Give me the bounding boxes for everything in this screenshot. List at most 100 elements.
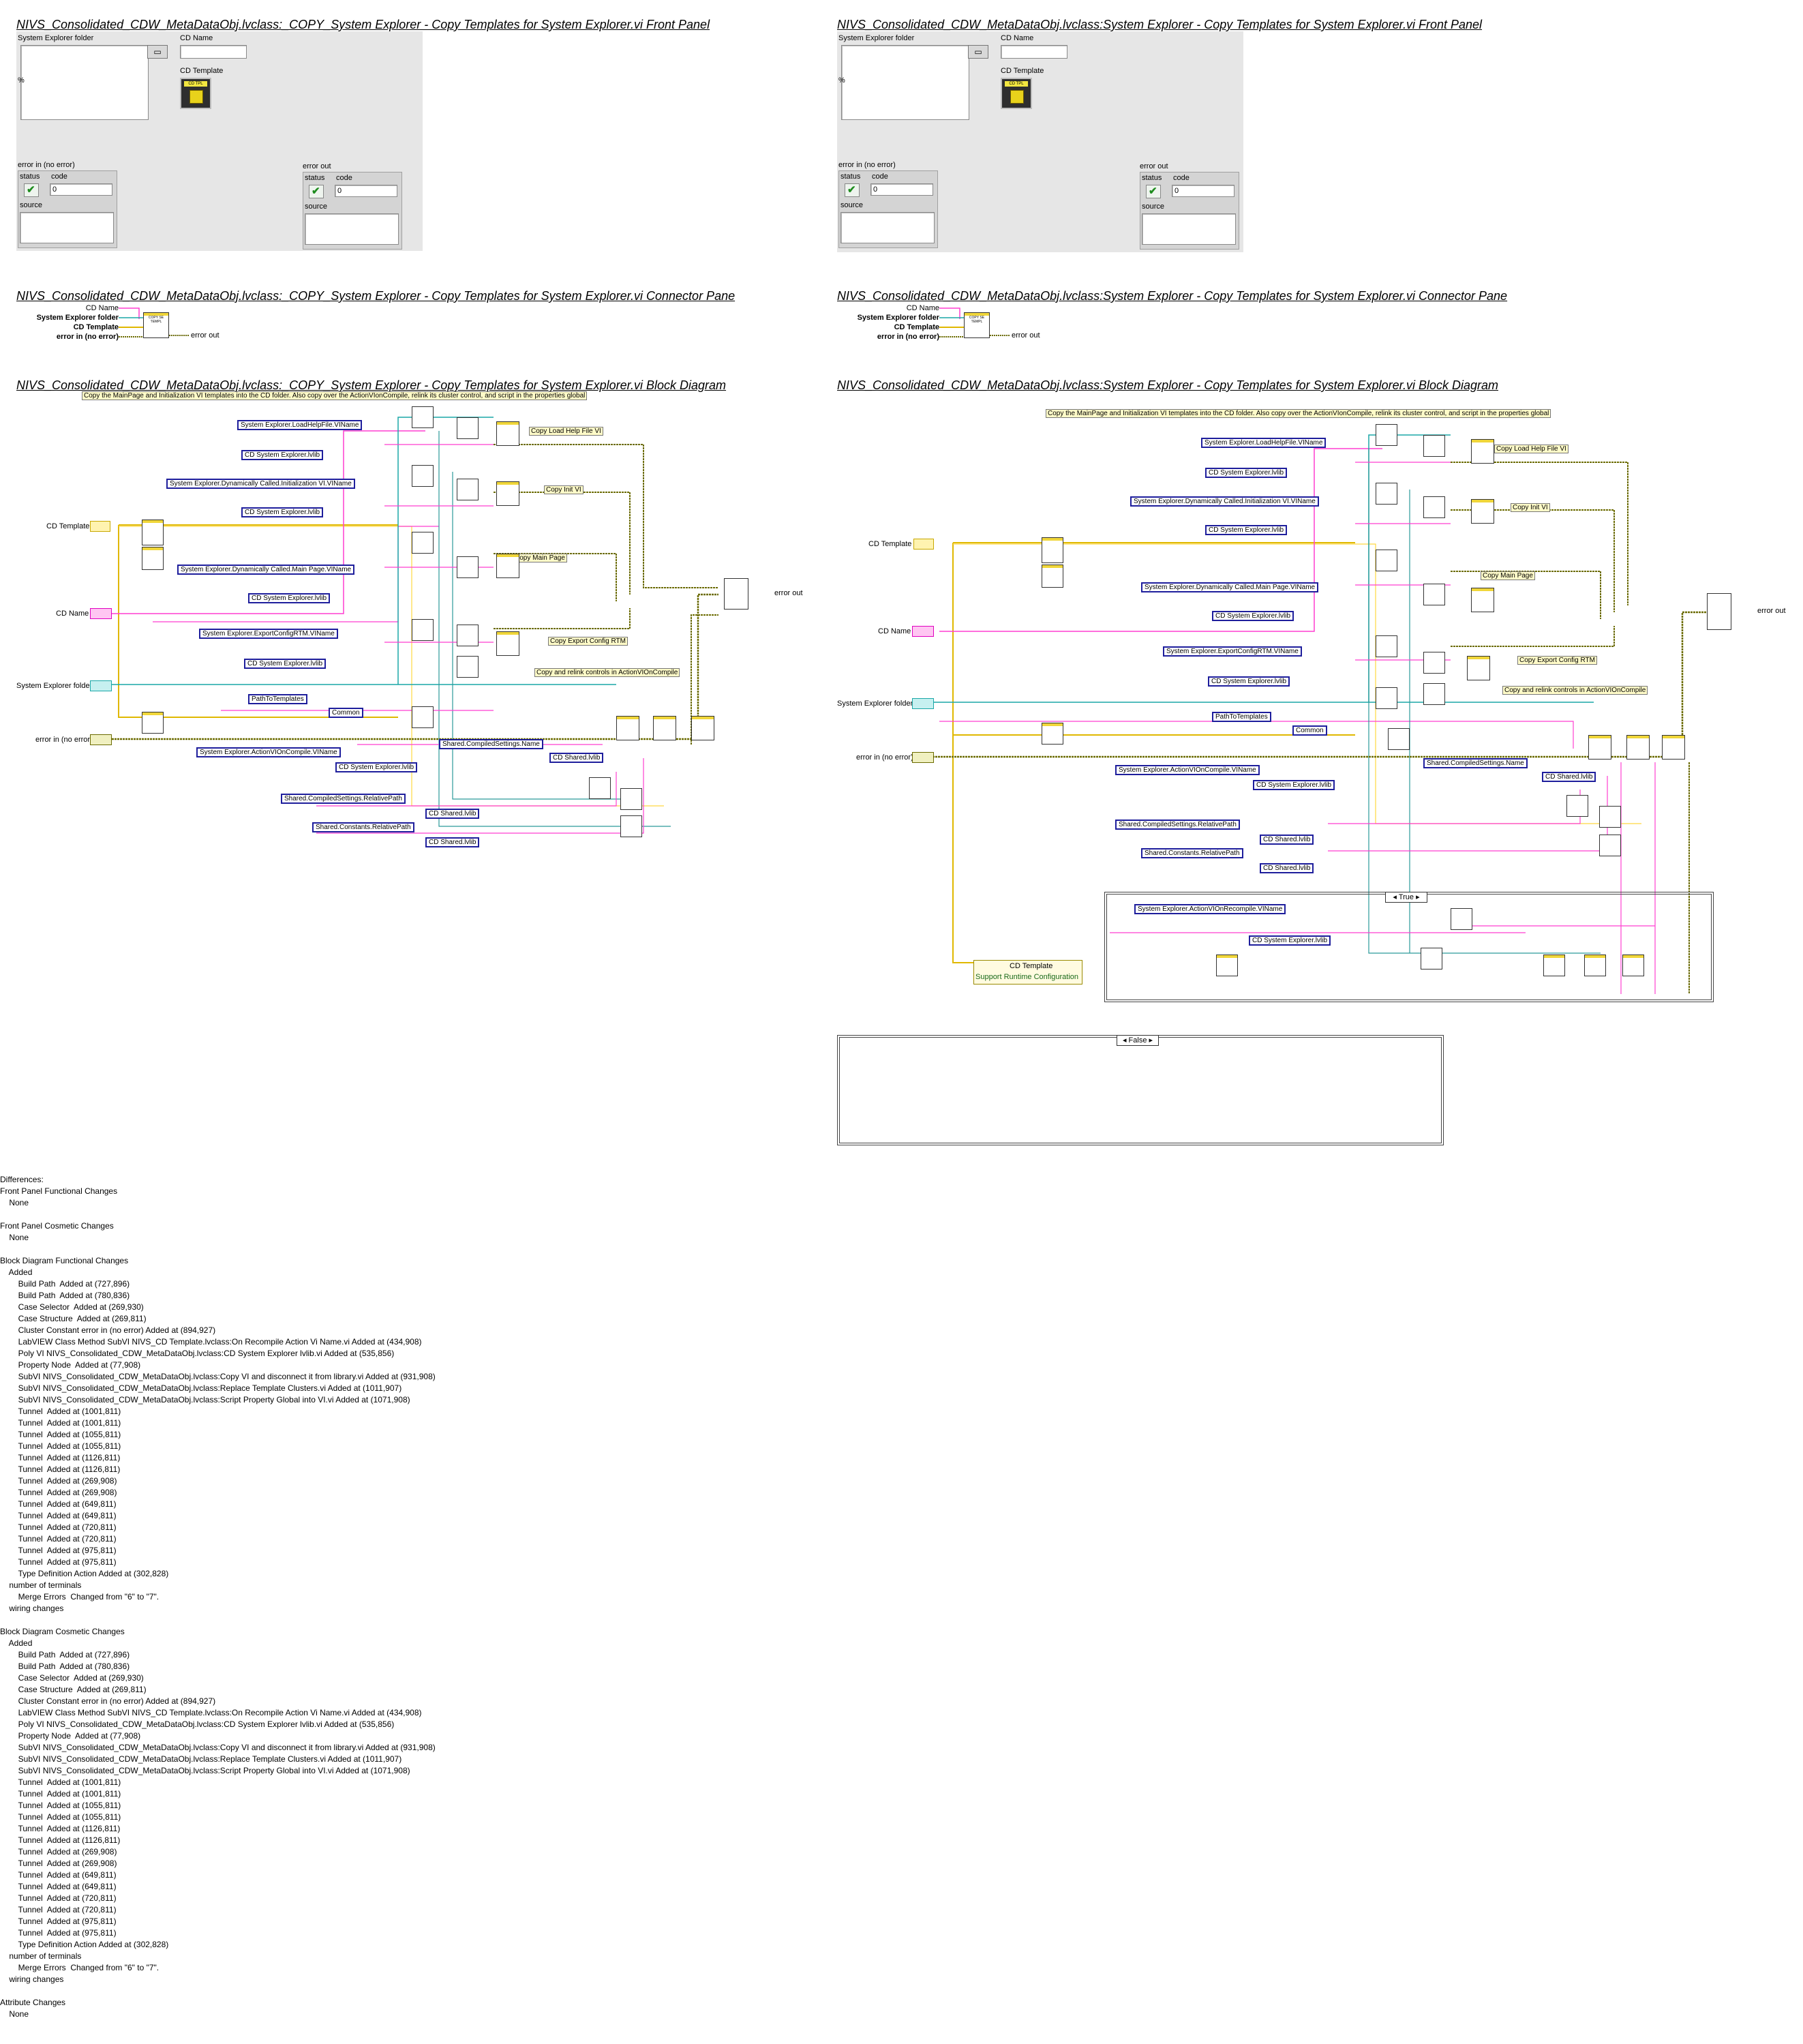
ring-load-help-file-r[interactable]: System Explorer.LoadHelpFile.VIName [1201, 438, 1327, 448]
subvi-copy-3[interactable] [496, 554, 519, 578]
ring-action-vi-on-recompile[interactable]: System Explorer.ActionVIOnRecompile.VINa… [1134, 904, 1286, 914]
merge-errors-node-r[interactable] [1707, 593, 1731, 630]
ring-init-vi[interactable]: System Explorer.Dynamically Called.Initi… [166, 479, 355, 489]
cd-template-icon[interactable]: CD TPL [180, 78, 211, 109]
error-in-code-field[interactable]: 0 [50, 183, 112, 196]
ring-compiled-settings-relpath-r[interactable]: Shared.CompiledSettings.RelativePath [1115, 820, 1240, 830]
build-path-9-r[interactable] [1423, 652, 1445, 674]
subvi-copy-5[interactable] [616, 716, 639, 740]
ring-init-vi-r[interactable]: System Explorer.Dynamically Called.Initi… [1130, 496, 1319, 507]
lvlib-8-r[interactable]: CD Shared.lvlib [1260, 863, 1314, 873]
browse-folder-icon-r[interactable]: ▭ [968, 45, 988, 59]
build-path-1-r[interactable] [1376, 424, 1397, 446]
subvi-init-name-r[interactable] [1042, 537, 1063, 563]
merge-errors-node[interactable] [724, 578, 748, 610]
build-path-1[interactable] [412, 406, 434, 428]
folder-terminal-icon-r[interactable] [912, 698, 934, 709]
lvlib-1[interactable]: CD System Explorer.lvlib [241, 450, 324, 460]
ring-constants-relpath[interactable]: Shared.Constants.RelativePath [312, 822, 414, 832]
system-explorer-folder-path-r[interactable] [841, 45, 969, 120]
subvi-action-name-r[interactable] [1042, 723, 1063, 745]
build-path-4[interactable] [412, 619, 434, 641]
system-explorer-folder-path[interactable] [20, 45, 149, 120]
build-path-7-r[interactable] [1423, 496, 1445, 518]
build-path-11[interactable] [589, 777, 611, 799]
build-path-case-1[interactable] [1451, 908, 1472, 930]
ring-path-to-templates[interactable]: PathToTemplates [248, 694, 307, 704]
error-in-code-field-r[interactable]: 0 [870, 183, 933, 196]
subvi-replace-templates[interactable] [653, 716, 676, 740]
subvi-copy-5-r[interactable] [1588, 735, 1611, 760]
build-path-case-2[interactable] [1421, 948, 1442, 970]
build-path-13[interactable] [620, 815, 642, 837]
browse-folder-icon[interactable]: ▭ [147, 45, 168, 59]
lvlib-7-r[interactable]: CD Shared.lvlib [1260, 835, 1314, 845]
error-in-status-icon-r[interactable] [845, 183, 860, 197]
cd-name-terminal-icon-r[interactable] [912, 626, 934, 637]
case-selector-true[interactable]: ◂ True ▸ [1385, 892, 1427, 903]
ring-compiled-settings-relpath[interactable]: Shared.CompiledSettings.RelativePath [281, 794, 406, 804]
build-path-6[interactable] [457, 417, 479, 439]
unbundle-by-name[interactable]: CD Template Support Runtime Configuratio… [973, 960, 1082, 985]
error-in-status-icon[interactable] [24, 183, 39, 197]
build-path-4-r[interactable] [1376, 635, 1397, 657]
subvi-replace-templates-r[interactable] [1626, 735, 1650, 760]
ring-export-config[interactable]: System Explorer.ExportConfigRTM.VIName [199, 629, 338, 639]
lvlib-2[interactable]: CD System Explorer.lvlib [241, 507, 324, 517]
lvlib-2-r[interactable]: CD System Explorer.lvlib [1205, 525, 1288, 535]
build-path-14-r[interactable] [1599, 835, 1621, 856]
lvlib-6-r[interactable]: CD Shared.lvlib [1542, 772, 1596, 782]
ring-compiled-settings-name-r[interactable]: Shared.CompiledSettings.Name [1423, 758, 1528, 768]
build-path-5-r[interactable] [1376, 687, 1397, 709]
build-path-3[interactable] [412, 532, 434, 554]
build-path-7[interactable] [457, 479, 479, 500]
build-path-8-r[interactable] [1423, 584, 1445, 605]
subvi-copy-case[interactable] [1543, 955, 1565, 976]
folder-terminal-icon[interactable] [90, 680, 112, 691]
lvlib-3-r[interactable]: CD System Explorer.lvlib [1212, 611, 1294, 621]
build-path-12-r[interactable] [1566, 795, 1588, 817]
cd-template-terminal-icon[interactable] [90, 521, 110, 532]
subvi-copy-2[interactable] [496, 481, 519, 506]
subvi-copy-4[interactable] [496, 631, 519, 656]
build-path-5[interactable] [412, 706, 434, 728]
subvi-script-property-r[interactable] [1662, 735, 1685, 760]
cd-name-terminal-icon[interactable] [90, 608, 112, 619]
cd-name-input[interactable] [180, 45, 247, 59]
subvi-main-name[interactable] [142, 547, 164, 570]
ring-action-vi-on-compile[interactable]: System Explorer.ActionVIOnCompile.VIName [196, 747, 341, 757]
ring-path-to-templates-r[interactable]: PathToTemplates [1212, 712, 1271, 722]
build-path-2[interactable] [412, 465, 434, 487]
subvi-script-property[interactable] [691, 716, 714, 740]
ring-load-help-file[interactable]: System Explorer.LoadHelpFile.VIName [237, 420, 363, 430]
error-in-terminal-icon-r[interactable] [912, 752, 934, 763]
subvi-copy-1[interactable] [496, 421, 519, 446]
lvlib-3[interactable]: CD System Explorer.lvlib [248, 593, 331, 603]
lvlib-1-r[interactable]: CD System Explorer.lvlib [1205, 468, 1288, 478]
lvlib-4[interactable]: CD System Explorer.lvlib [244, 659, 327, 669]
ring-export-config-r[interactable]: System Explorer.ExportConfigRTM.VIName [1163, 646, 1302, 657]
ring-compiled-settings-name[interactable]: Shared.CompiledSettings.Name [439, 739, 543, 749]
error-in-source-field[interactable] [20, 212, 114, 243]
subvi-replace-case[interactable] [1584, 955, 1606, 976]
lvlib-4-r[interactable]: CD System Explorer.lvlib [1208, 676, 1290, 687]
build-path-10[interactable] [457, 656, 479, 678]
lvlib-6[interactable]: CD Shared.lvlib [549, 753, 604, 763]
ring-action-vi-on-compile-r[interactable]: System Explorer.ActionVIOnCompile.VIName [1115, 765, 1260, 775]
build-path-8[interactable] [457, 556, 479, 578]
subvi-recompile-name[interactable] [1216, 955, 1238, 976]
subvi-script-case[interactable] [1622, 955, 1644, 976]
ring-main-page-r[interactable]: System Explorer.Dynamically Called.Main … [1141, 582, 1319, 592]
subvi-copy-3-r[interactable] [1471, 588, 1494, 612]
case-structure-false[interactable]: ◂ False ▸ [837, 1035, 1444, 1145]
case-structure-true[interactable]: ◂ True ▸ System Explorer.ActionVIOnRecom… [1104, 892, 1714, 1002]
ring-constants-relpath-r[interactable]: Shared.Constants.RelativePath [1141, 848, 1243, 858]
subvi-copy-4-r[interactable] [1467, 656, 1490, 680]
subvi-init-name[interactable] [142, 520, 164, 545]
subvi-copy-2-r[interactable] [1471, 499, 1494, 524]
subvi-copy-1-r[interactable] [1471, 439, 1494, 464]
build-path-12[interactable] [620, 788, 642, 810]
build-path-9[interactable] [457, 625, 479, 646]
build-path-6-r[interactable] [1423, 435, 1445, 457]
subvi-action-name[interactable] [142, 712, 164, 734]
